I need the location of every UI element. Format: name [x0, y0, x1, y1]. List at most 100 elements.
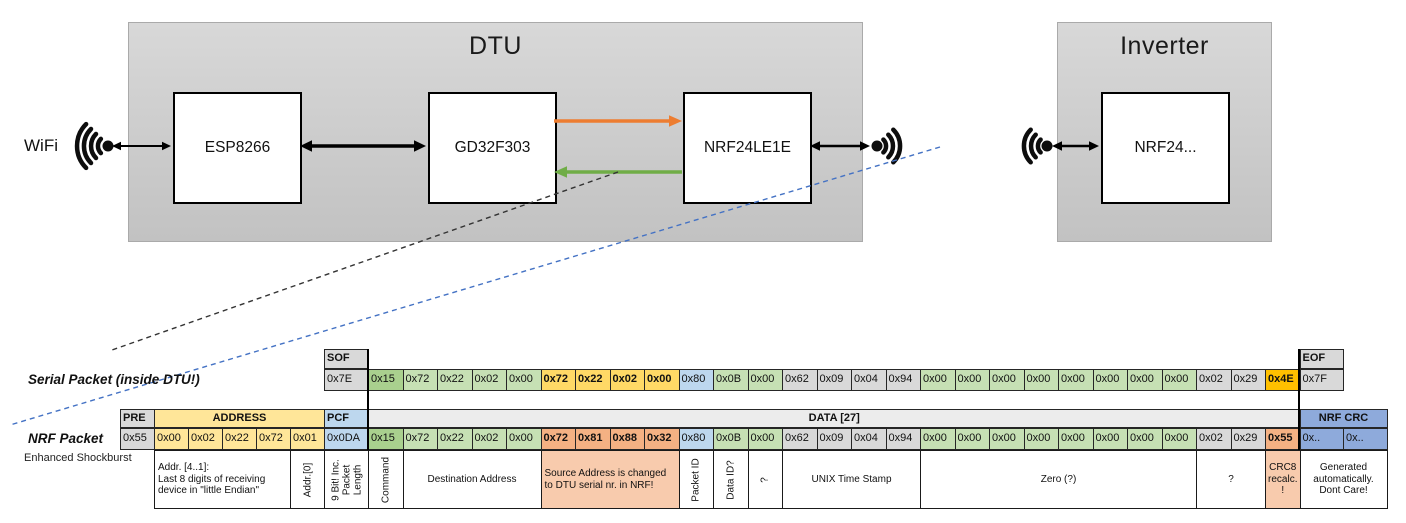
annotation-cell: Destination Address — [402, 450, 542, 509]
annotation-cell: CRC8 recalc. ! — [1265, 450, 1301, 509]
nrf-byte-cell: 0x80 — [678, 428, 714, 450]
serial-byte-cell: 0x22 — [575, 369, 611, 391]
nrf-byte-cell: 0x62 — [782, 428, 818, 450]
nrf-crc-byte: 0x.. — [1343, 428, 1388, 450]
nrf-pre-header: PRE — [120, 409, 155, 428]
nrf-packet-label: NRF Packet — [28, 431, 104, 446]
nrf24le1e-box: NRF24LE1E — [683, 92, 812, 204]
nrf-byte-cell: 0x94 — [885, 428, 921, 450]
serial-byte-cell: 0x02 — [1196, 369, 1232, 391]
nrf-address-byte: 0x01 — [290, 428, 325, 450]
nrf-pre-byte: 0x55 — [120, 428, 155, 450]
dtu-title: DTU — [469, 32, 522, 60]
annotation-cell: 9 Bit! Inc. Packet Length — [324, 450, 369, 509]
nrf-pcf-byte: 0x0DA — [324, 428, 369, 450]
serial-byte-cell: 0x00 — [1092, 369, 1128, 391]
serial-packet-label: Serial Packet (inside DTU!) — [28, 372, 200, 387]
annotation-cell: Packet ID — [678, 450, 714, 509]
nrf-byte-cell: 0x55 — [1265, 428, 1301, 450]
serial-byte-cell: 0x29 — [1230, 369, 1266, 391]
serial-byte-cell: 0x02 — [609, 369, 645, 391]
serial-byte-cell: 0x0B — [713, 369, 749, 391]
annotation-cell: ? — [747, 450, 783, 509]
nrf24le1e-label: NRF24LE1E — [703, 139, 791, 156]
nrf-byte-cell: 0x00 — [1092, 428, 1128, 450]
nrf-byte-cell: 0x81 — [575, 428, 611, 450]
serial-byte-cell: 0x00 — [747, 369, 783, 391]
serial-byte-cell: 0x00 — [954, 369, 990, 391]
nrf-address-header: ADDRESS — [154, 409, 325, 428]
nrf-byte-cell: 0x00 — [1058, 428, 1094, 450]
nrf-byte-cell: 0x00 — [989, 428, 1025, 450]
nrf-byte-cell: 0x32 — [644, 428, 680, 450]
serial-byte-cell: 0x00 — [920, 369, 956, 391]
nrf-byte-cell: 0x00 — [747, 428, 783, 450]
wifi-label: WiFi — [24, 136, 58, 155]
nrf-byte-cell: 0x00 — [1023, 428, 1059, 450]
nrf-byte-cell: 0x02 — [1196, 428, 1232, 450]
serial-byte-cell: 0x00 — [506, 369, 542, 391]
dtu-antenna-icon — [871, 127, 903, 165]
inverter-nrf24-box: NRF24... — [1101, 92, 1230, 204]
nrf-byte-cell: 0x29 — [1230, 428, 1266, 450]
serial-byte-cell: 0x09 — [816, 369, 852, 391]
nrf-byte-cell: 0x00 — [920, 428, 956, 450]
serial-byte-cell: 0x15 — [368, 369, 404, 391]
nrf-crc-byte: 0x.. — [1299, 428, 1344, 450]
nrf-byte-cell: 0x02 — [471, 428, 507, 450]
nrf-byte-cell: 0x72 — [540, 428, 576, 450]
serial-sof-header: SOF — [324, 349, 369, 369]
nrf-byte-cell: 0x22 — [437, 428, 473, 450]
nrf-byte-cell: 0x15 — [368, 428, 404, 450]
inverter-title: Inverter — [1120, 32, 1209, 60]
nrf-byte-cell: 0x88 — [609, 428, 645, 450]
annotation-cell: Addr.[0] — [290, 450, 325, 509]
nrf-byte-cell: 0x04 — [851, 428, 887, 450]
serial-byte-cell: 0x80 — [678, 369, 714, 391]
nrf-address-byte: 0x22 — [222, 428, 257, 450]
nrf-byte-cell: 0x72 — [402, 428, 438, 450]
payload-boundary-right-line — [1298, 349, 1300, 450]
annotation-cell: Data ID? — [713, 450, 749, 509]
serial-eof-byte: 0x7F — [1299, 369, 1344, 391]
annotation-cell: Source Address is changed to DTU serial … — [540, 450, 680, 509]
gd32f303-label: GD32F303 — [454, 139, 531, 156]
esp8266-label: ESP8266 — [204, 139, 271, 156]
serial-byte-cell: 0x72 — [540, 369, 576, 391]
serial-byte-cell: 0x94 — [885, 369, 921, 391]
nrf-byte-cell: 0x0B — [713, 428, 749, 450]
inverter-nrf24-label: NRF24... — [1134, 139, 1197, 156]
serial-byte-cell: 0x62 — [782, 369, 818, 391]
nrf-byte-cell: 0x00 — [506, 428, 542, 450]
nrf-address-byte: 0x02 — [188, 428, 223, 450]
serial-byte-cell: 0x4E — [1265, 369, 1301, 391]
nrf-address-byte: 0x72 — [256, 428, 291, 450]
nrf-crc-header: NRF CRC — [1299, 409, 1388, 428]
annotation-cell: Zero (?) — [920, 450, 1197, 509]
nrf-pcf-header: PCF — [324, 409, 369, 428]
serial-byte-cell: 0x72 — [402, 369, 438, 391]
nrf-byte-cell: 0x09 — [816, 428, 852, 450]
payload-boundary-left-line — [367, 349, 369, 450]
serial-byte-cell: 0x02 — [471, 369, 507, 391]
annotation-cell: ? — [1196, 450, 1266, 509]
nrf-address-byte: 0x00 — [154, 428, 189, 450]
gd32f303-box: GD32F303 — [428, 92, 557, 204]
serial-byte-cell: 0x00 — [644, 369, 680, 391]
enhanced-shockburst-label: Enhanced Shockburst — [24, 452, 132, 464]
nrf-byte-cell: 0x00 — [1161, 428, 1197, 450]
serial-byte-cell: 0x00 — [1058, 369, 1094, 391]
serial-byte-cell: 0x22 — [437, 369, 473, 391]
esp8266-box: ESP8266 — [173, 92, 302, 204]
serial-byte-cell: 0x00 — [1127, 369, 1163, 391]
serial-eof-header: EOF — [1299, 349, 1344, 369]
annotation-cell: UNIX Time Stamp — [782, 450, 921, 509]
annotation-cell: Generated automatically. Dont Care! — [1299, 450, 1388, 509]
serial-byte-cell: 0x04 — [851, 369, 887, 391]
nrf-byte-cell: 0x00 — [954, 428, 990, 450]
nrf-data-header: DATA [27] — [368, 409, 1301, 428]
serial-sof-byte: 0x7E — [324, 369, 369, 391]
wifi-icon — [74, 121, 114, 171]
annotation-cell: Addr. [4..1]: Last 8 digits of receiving… — [154, 450, 291, 509]
